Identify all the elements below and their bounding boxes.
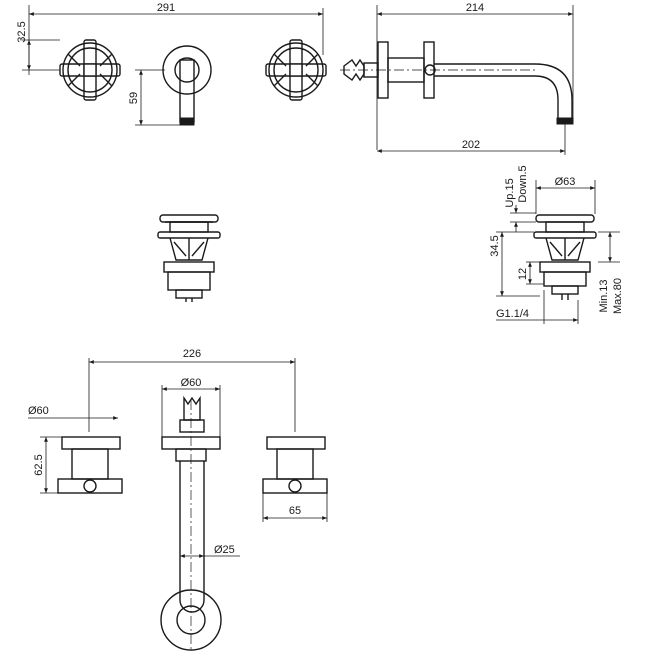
travel-up-label: Up.15 (504, 178, 516, 207)
top-front-elevation: 291 32.5 59 (16, 2, 327, 126)
pop-up-drain-plain (157, 214, 221, 302)
left-valve-body (57, 436, 123, 494)
reach-label: 202 (462, 139, 480, 151)
left-cross-handle (59, 39, 121, 101)
bottom-rough-in-view: 226 Ø60 Ø60 62.5 (28, 348, 328, 651)
cap-diameter-label: Ø63 (555, 176, 576, 188)
body-height-label: 34.5 (489, 235, 501, 256)
min-depth-label: Min.13 (598, 279, 610, 312)
spacing-label: 226 (183, 348, 201, 360)
overall-width-label: 291 (157, 2, 175, 14)
spout-diameter-label: Ø25 (214, 544, 235, 556)
side-elevation: 214 202 (340, 2, 574, 155)
max-depth-label: Max.80 (612, 278, 624, 314)
projection-label: 214 (466, 2, 484, 14)
handle-rose-diameter-label: Ø60 (28, 405, 49, 417)
handle-height-top-label: 32.5 (16, 21, 28, 42)
thread-size-label: G1.1/4 (496, 308, 529, 320)
valve-depth-label: 65 (289, 505, 301, 517)
valve-height-label: 62.5 (33, 454, 45, 475)
spout-rose-diameter-label: Ø60 (181, 377, 202, 389)
pop-up-drain-dimensioned: Ø63 Up.15 Down.5 34.5 12 Min.13 (489, 165, 624, 324)
spout-drop-label: 59 (128, 92, 140, 104)
right-valve-body (262, 436, 328, 494)
thread-depth-label: 12 (517, 268, 529, 280)
travel-down-label: Down.5 (517, 165, 529, 202)
right-cross-handle (265, 39, 327, 101)
spout-front (162, 45, 212, 126)
